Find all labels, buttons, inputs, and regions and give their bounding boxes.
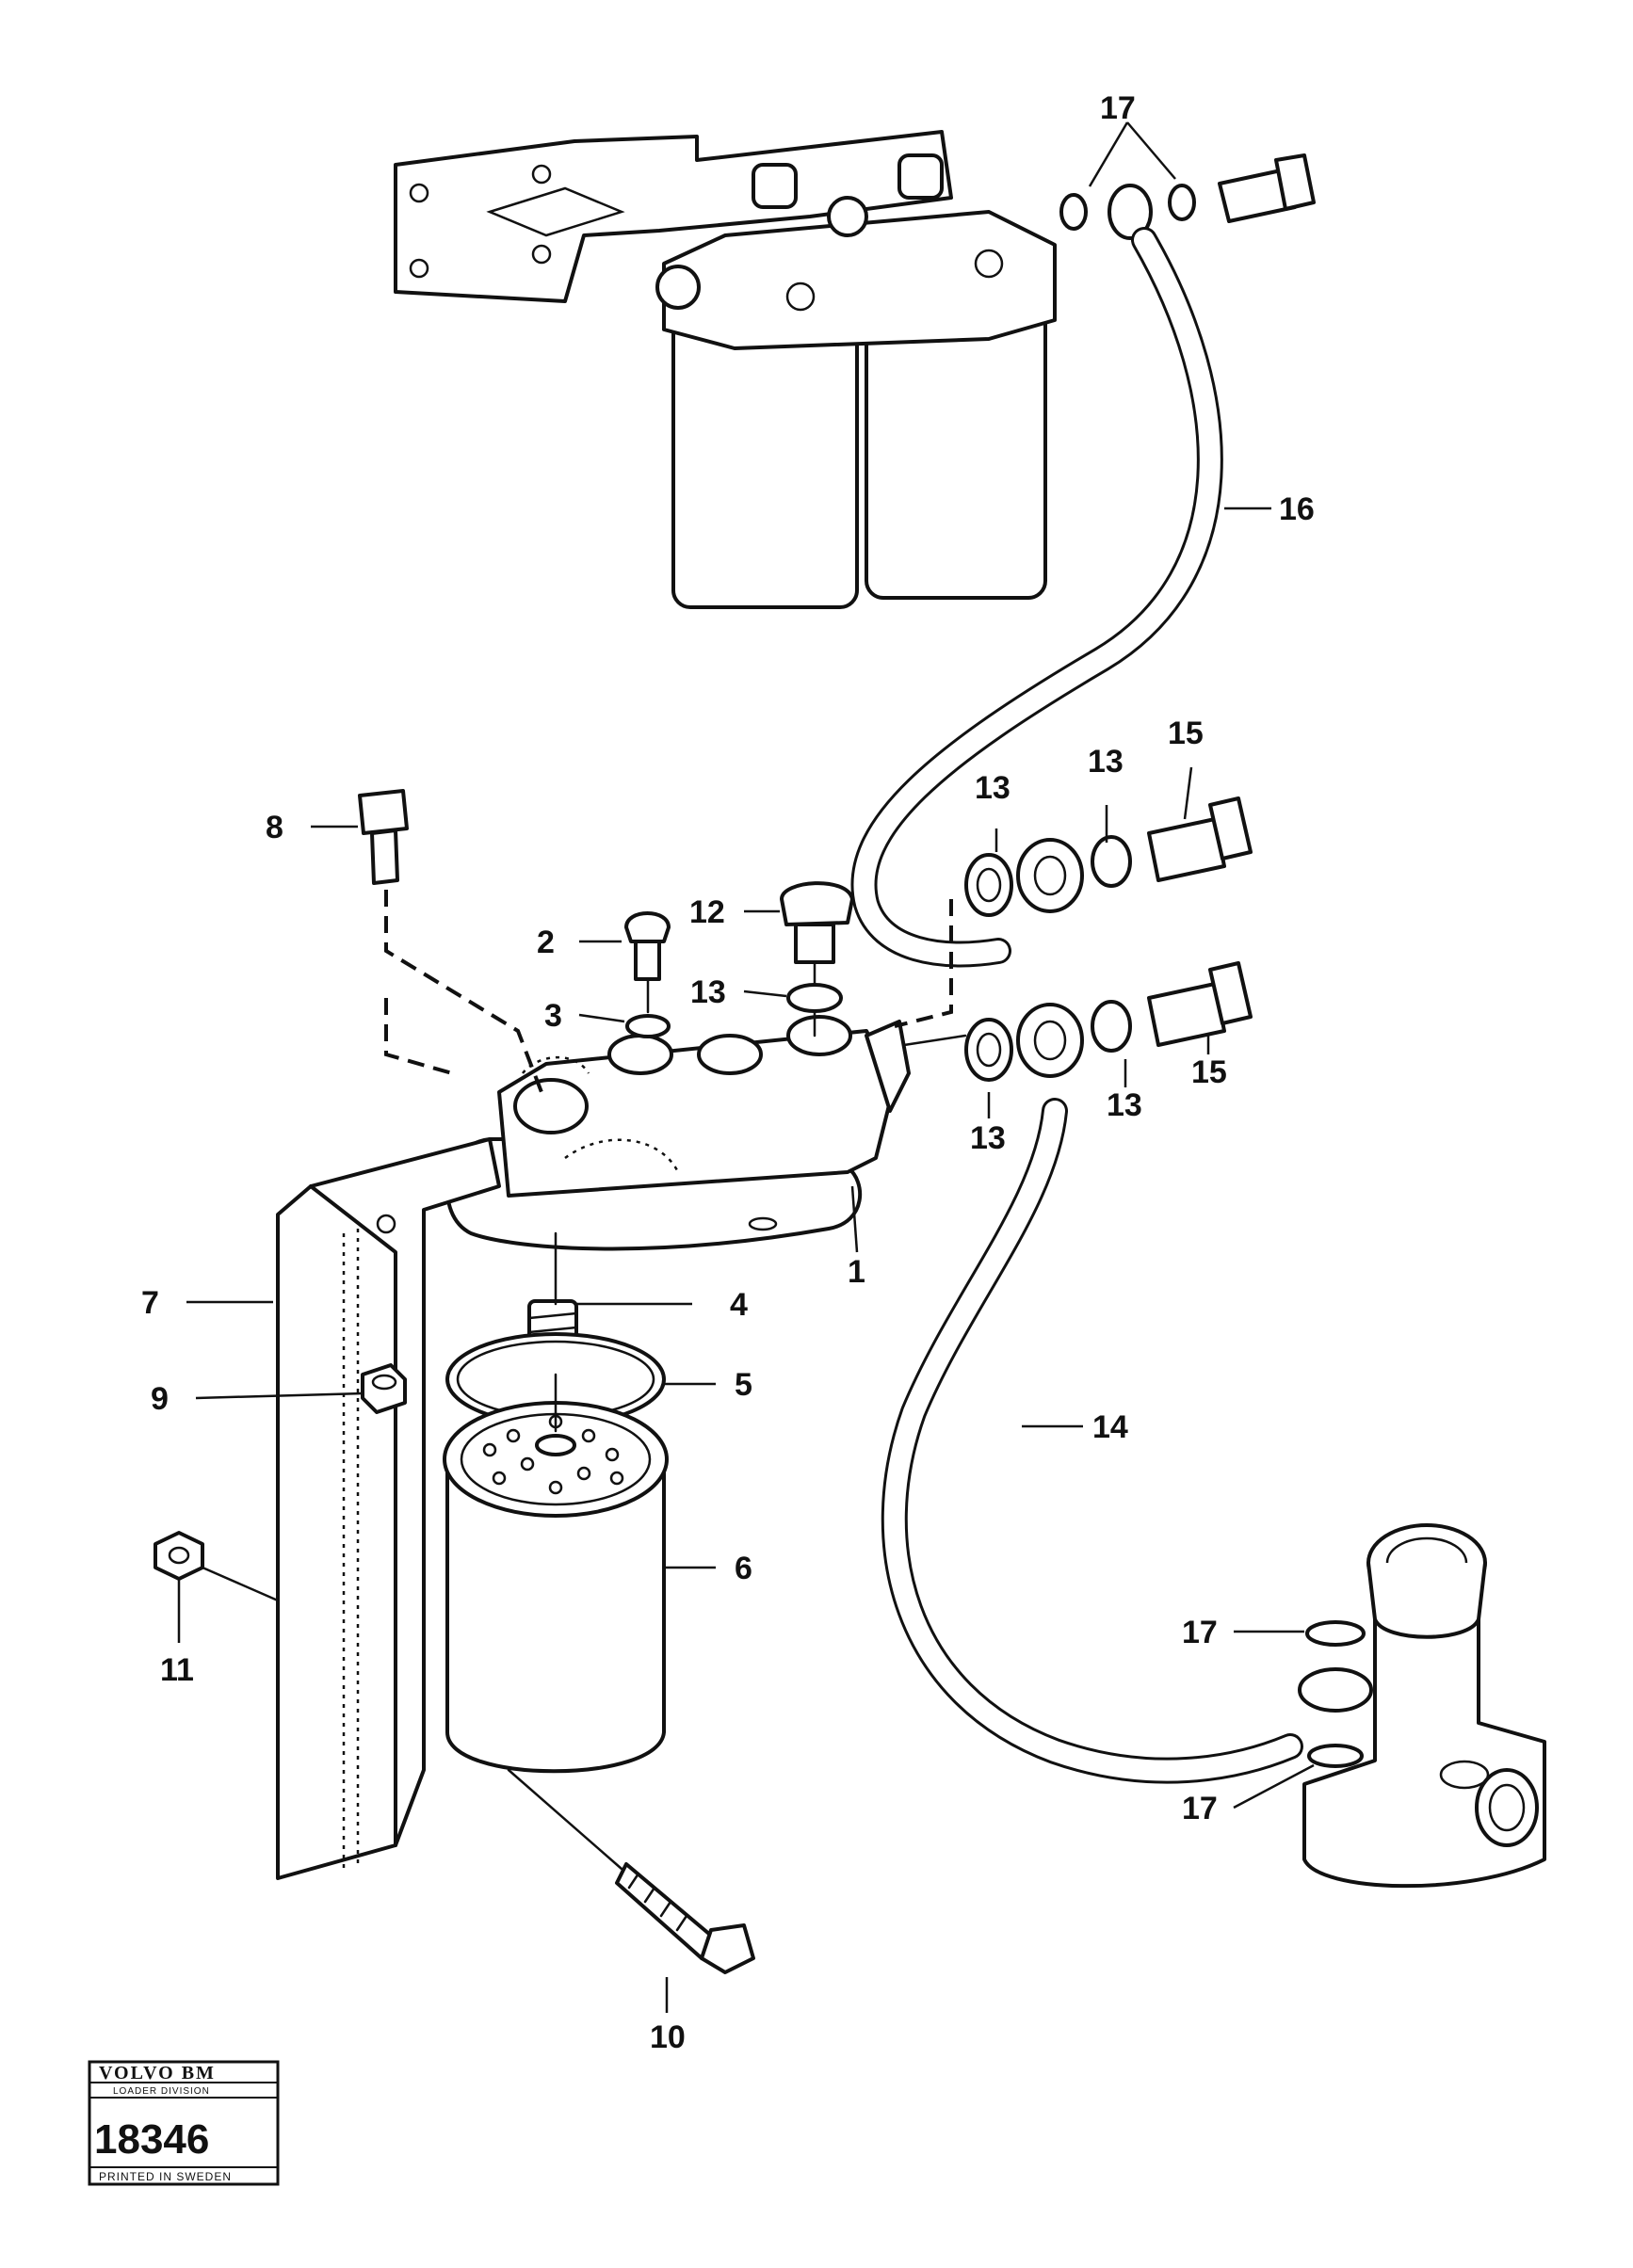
pump-banjo-fitting: [1298, 1620, 1373, 1768]
hose-14: [881, 1098, 1303, 1784]
callout-7: 7: [141, 1285, 159, 1321]
callout-1: 1: [848, 1254, 865, 1290]
plate-number: 18346: [94, 2116, 209, 2163]
callout-13-bottom-left: 13: [970, 1120, 1006, 1156]
callout-labels: 17 16 13 13 15 8 2 12 13 3 15 13 13 1 7 …: [141, 90, 1315, 2055]
nut-9: [361, 1363, 407, 1414]
bolt-10: [615, 1862, 755, 1974]
callout-6: 6: [735, 1551, 752, 1586]
callout-17-bottom: 17: [1182, 1791, 1218, 1826]
banjo-fittings-lower: [902, 961, 1253, 1082]
upper-twin-filter-assembly: [394, 130, 1057, 609]
screw-2-washer-3: [624, 911, 671, 1038]
plug-12-washer-13: [780, 881, 854, 1037]
callout-13-bottom-mid: 13: [1107, 1087, 1142, 1123]
callout-13-top-left: 13: [975, 770, 1011, 806]
banjo-fittings-upper: [894, 796, 1253, 1028]
feed-pump-body: [1302, 1523, 1546, 1889]
filter-head: [445, 1015, 911, 1251]
callout-8: 8: [266, 810, 283, 845]
callout-10: 10: [650, 2019, 686, 2055]
filter-cartridge: [443, 1401, 669, 1774]
plate-division: LOADER DIVISION: [113, 2086, 210, 2097]
callout-17-mid: 17: [1182, 1615, 1218, 1650]
bolt-8: [358, 789, 543, 1093]
callout-2: 2: [537, 925, 555, 960]
callout-13-plug: 13: [690, 974, 726, 1010]
callout-13-top-mid: 13: [1088, 744, 1124, 780]
callout-11: 11: [160, 1652, 194, 1688]
callout-5: 5: [735, 1367, 752, 1403]
volvo-bm-plate: VOLVO BM LOADER DIVISION 18346 PRINTED I…: [88, 2060, 280, 2186]
callout-15-top: 15: [1168, 716, 1204, 751]
hose-16: [850, 227, 1223, 968]
callout-9: 9: [151, 1381, 169, 1417]
callout-17-top: 17: [1100, 90, 1136, 126]
callout-3: 3: [544, 998, 562, 1034]
callout-14: 14: [1092, 1409, 1128, 1445]
callout-15-bottom: 15: [1191, 1054, 1227, 1090]
nut-11: [154, 1531, 204, 1581]
callout-16: 16: [1279, 491, 1315, 527]
upper-banjo-fitting: [1059, 153, 1316, 240]
callout-4: 4: [730, 1287, 748, 1323]
plate-brand: VOLVO BM: [99, 2063, 216, 2083]
plate-footer: PRINTED IN SWEDEN: [99, 2170, 232, 2183]
callout-12: 12: [689, 894, 725, 930]
leader-lines: [177, 121, 1315, 2013]
mounting-bracket: [276, 1137, 501, 1880]
